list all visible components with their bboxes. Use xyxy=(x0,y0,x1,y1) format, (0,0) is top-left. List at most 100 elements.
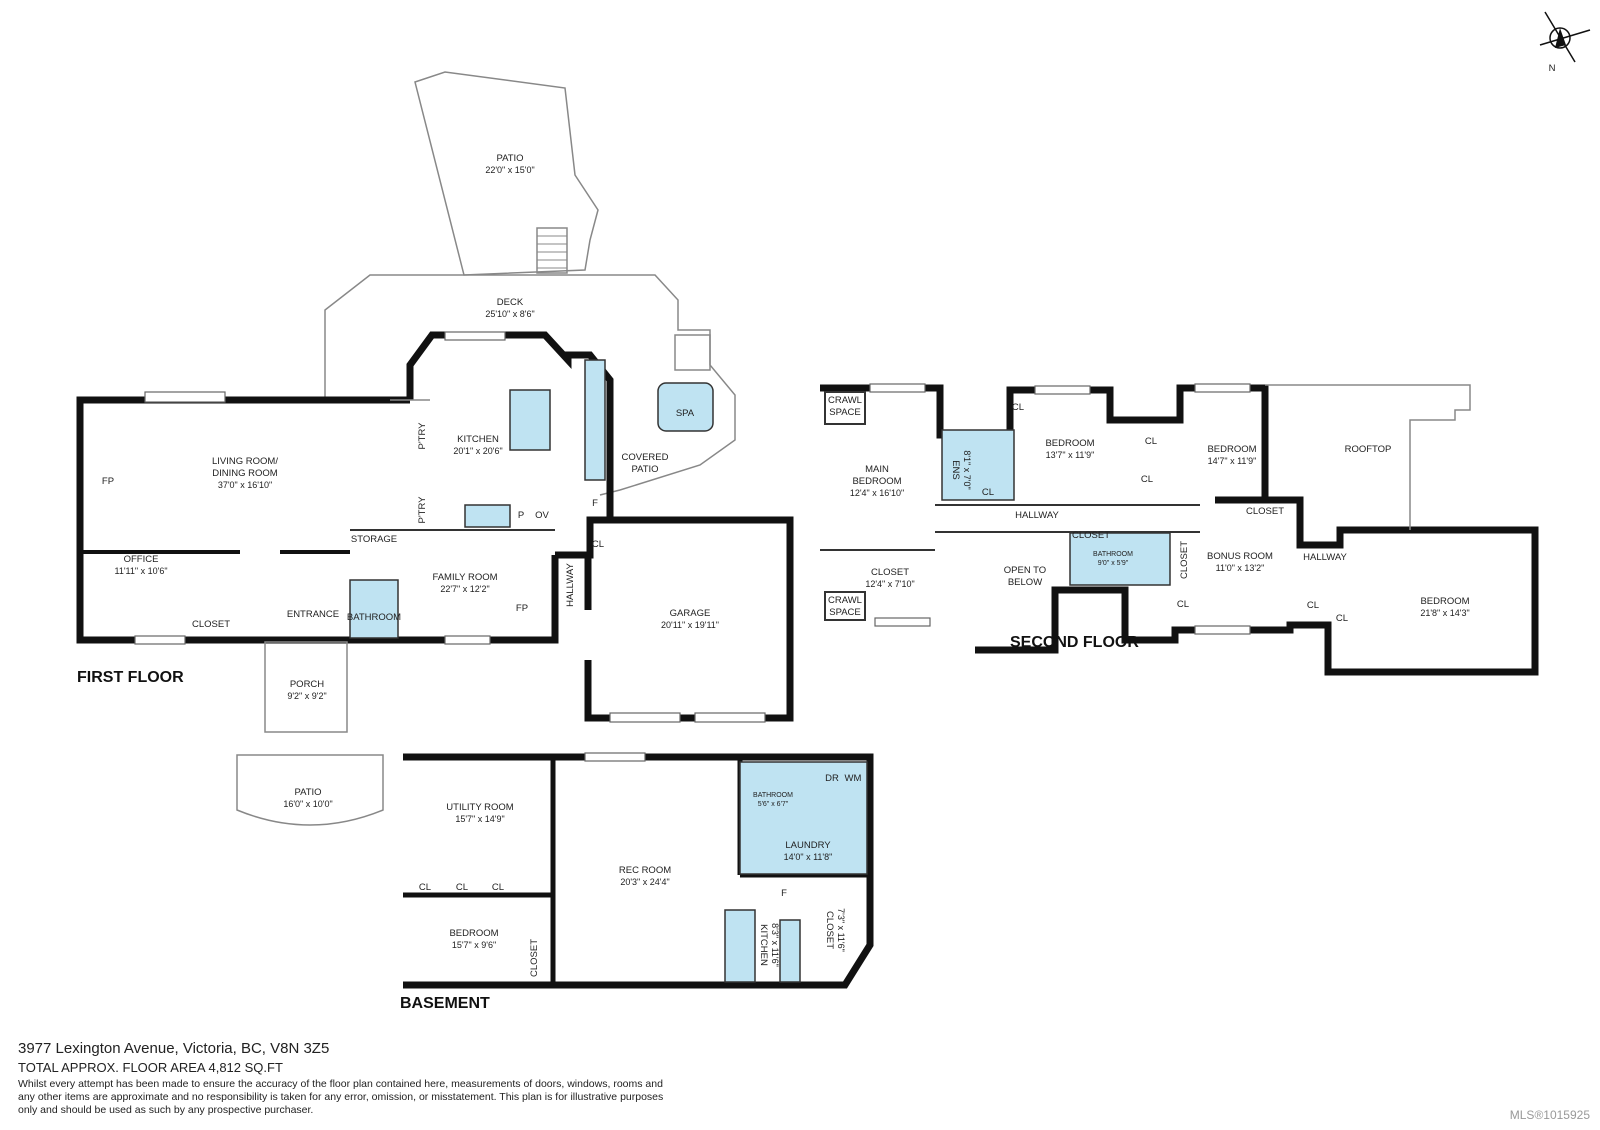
room-dims: 22'0" x 15'0" xyxy=(485,165,534,175)
room-name: CLOSET xyxy=(871,567,909,578)
room-name: MAIN xyxy=(865,464,889,475)
room-name: WM xyxy=(845,773,862,784)
deck-outline xyxy=(324,274,736,496)
room-name: OPEN TO xyxy=(1004,565,1046,576)
room-name: P'TRY xyxy=(417,496,428,524)
room-name: CL xyxy=(419,882,431,893)
room-name: ENS xyxy=(950,460,961,480)
room-name: PATIO xyxy=(496,153,523,164)
room-dims: 20'11" x 19'11" xyxy=(661,620,719,630)
room-name: CL xyxy=(1177,599,1189,610)
room-name: DINING ROOM xyxy=(212,468,278,479)
second-floor-labels: CRAWL SPACE CRAWL SPACE MAIN BEDROOM 12'… xyxy=(828,395,1470,651)
room-name: FP xyxy=(516,603,528,614)
room-name: BEDROOM xyxy=(1045,438,1094,449)
compass-north-label: N xyxy=(1549,63,1556,74)
room-name: UTILITY ROOM xyxy=(446,802,513,813)
room-name: CLOSET xyxy=(1179,541,1190,579)
second-floor-walls xyxy=(820,384,1539,676)
bathroom-fixtures xyxy=(349,579,399,639)
basement-walls xyxy=(403,753,874,989)
room-name: ROOFTOP xyxy=(1345,444,1392,455)
room-name: BATHROOM xyxy=(1093,551,1133,558)
room-name: CLOSET xyxy=(1246,506,1284,517)
room-dims: 16'0" x 10'0" xyxy=(283,799,332,809)
patio-bottom-outline xyxy=(236,754,384,826)
room-name: SPACE xyxy=(829,407,861,418)
room-dims: 14'0" x 11'8" xyxy=(784,852,833,862)
room-dims: 11'0" x 13'2" xyxy=(1216,563,1265,573)
room-name: CRAWL xyxy=(828,595,862,606)
room-name: HALLWAY xyxy=(1015,510,1059,521)
room-name: HALLWAY xyxy=(1303,552,1347,563)
room-name: CLOSET xyxy=(529,939,540,977)
room-dims: 11'11" x 10'6" xyxy=(114,566,167,576)
kitchen-island xyxy=(509,389,551,451)
room-name: BEDROOM xyxy=(449,928,498,939)
room-name: BATHROOM xyxy=(347,612,401,623)
room-dims: 9'2" x 9'2" xyxy=(287,691,326,701)
room-name: HALLWAY xyxy=(565,563,576,607)
room-name: CLOSET xyxy=(1072,530,1110,541)
room-name: BATHROOM xyxy=(753,792,793,799)
spa xyxy=(657,382,714,432)
room-dims: 15'7" x 14'9" xyxy=(455,814,504,824)
room-name: KITCHEN xyxy=(457,434,499,445)
room-dims: 8'1" x 7'0" xyxy=(962,450,972,489)
room-name: SPA xyxy=(676,408,695,419)
room-name: P xyxy=(518,510,524,521)
room-dims: 5'6" x 6'7" xyxy=(758,801,789,808)
basement-labels: UTILITY ROOM 15'7" x 14'9" CL CL CL BEDR… xyxy=(400,773,862,1012)
room-name: CL xyxy=(456,882,468,893)
room-name: DECK xyxy=(497,297,524,308)
room-name: BEDROOM xyxy=(1207,444,1256,455)
room-name: OFFICE xyxy=(124,554,159,565)
room-name: CRAWL xyxy=(828,395,862,406)
room-name: FAMILY ROOM xyxy=(432,572,497,583)
room-dims: 14'7" x 11'9" xyxy=(1208,456,1257,466)
room-dims: 21'8" x 14'3" xyxy=(1420,608,1469,618)
room-name: PATIO xyxy=(631,464,658,475)
room-name: CL xyxy=(592,539,604,550)
property-address: 3977 Lexington Avenue, Victoria, BC, V8N… xyxy=(18,1040,330,1057)
room-name: F xyxy=(592,498,598,509)
second-floor xyxy=(820,383,1539,676)
room-name: LIVING ROOM/ xyxy=(212,456,278,467)
basement xyxy=(403,752,874,989)
room-name: KITCHEN xyxy=(758,924,769,966)
room-dims: 13'7" x 11'9" xyxy=(1046,450,1095,460)
room-name: CL xyxy=(1012,402,1024,413)
room-name: OV xyxy=(535,510,549,521)
room-name: CL xyxy=(1307,600,1319,611)
porch-outline xyxy=(264,641,348,733)
room-dims: 22'7" x 12'2" xyxy=(440,584,489,594)
room-name: LAUNDRY xyxy=(785,840,831,851)
second-bathroom-fixtures xyxy=(1069,532,1171,586)
first-floor-labels: PATIO 22'0" x 15'0" DECK 25'10" x 8'6" K… xyxy=(77,153,719,809)
mls-number: MLS®1015925 xyxy=(1509,1108,1590,1122)
room-name: DR xyxy=(825,773,839,784)
room-name: REC ROOM xyxy=(619,865,671,876)
room-name: COVERED xyxy=(622,452,669,463)
first-floor-title: FIRST FLOOR xyxy=(77,669,184,686)
room-dims: 7'3" x 11'6" xyxy=(836,908,846,952)
room-dims: 12'4" x 7'10" xyxy=(865,579,914,589)
room-name: CL xyxy=(492,882,504,893)
room-name: PATIO xyxy=(294,787,321,798)
room-name: SPACE xyxy=(829,607,861,618)
second-floor-title: SECOND FLOOR xyxy=(1010,634,1139,651)
room-dims: 12'4" x 16'10" xyxy=(850,488,904,498)
room-name: BEDROOM xyxy=(852,476,901,487)
stairs xyxy=(536,227,568,274)
patio-top-outline xyxy=(414,71,599,276)
room-name: CL xyxy=(982,487,994,498)
room-dims: 9'0" x 5'9" xyxy=(1098,560,1129,567)
room-dims: 20'1" x 20'6" xyxy=(453,446,502,456)
room-name: PORCH xyxy=(290,679,324,690)
room-name: CL xyxy=(1145,436,1157,447)
laundry-area xyxy=(739,761,868,875)
room-name: BELOW xyxy=(1008,577,1042,588)
room-name: FP xyxy=(102,476,114,487)
room-name: ENTRANCE xyxy=(287,609,339,620)
